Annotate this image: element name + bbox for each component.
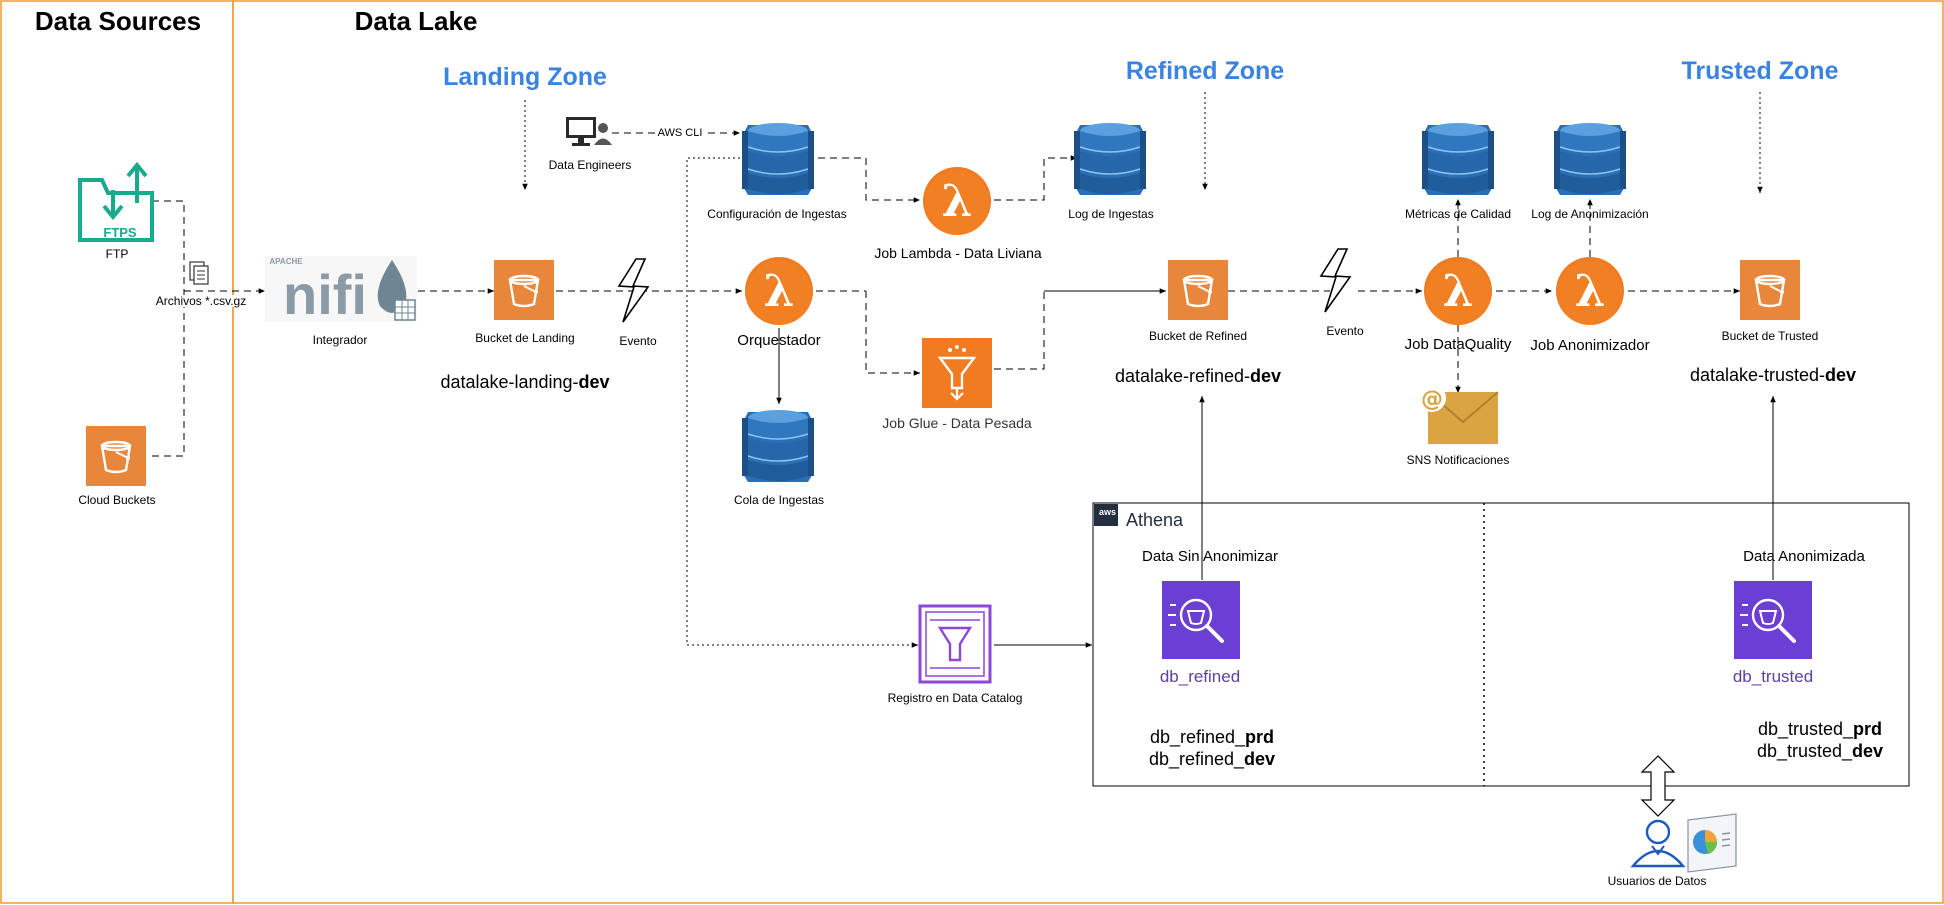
nifi-logo: nifi [265, 256, 417, 326]
trusted-zone-title: Trusted Zone [1681, 57, 1839, 85]
refined-zone-title: Refined Zone [1125, 57, 1285, 85]
bucket-refined-label: Bucket de Refined [1148, 329, 1248, 343]
evento-label: Evento [619, 334, 657, 348]
svg-text:nifi: nifi [283, 263, 367, 326]
glue-icon [922, 338, 992, 408]
dynamodb-config-icon [741, 122, 815, 196]
evento2-label: Evento [1326, 324, 1364, 338]
event-lightning-icon [1319, 248, 1352, 313]
nifi-label: Integrador [312, 333, 368, 347]
data-catalog-icon [918, 604, 992, 684]
job-lambda-label: Job Lambda - Data Liviana [874, 245, 1042, 261]
job-glue-label: Job Glue - Data Pesada [882, 415, 1032, 431]
job-anonimizador-label: Job Anonimizador [1530, 337, 1650, 354]
orquestador-label: Orquestador [737, 332, 821, 349]
cola-ingestas-label: Cola de Ingestas [733, 493, 825, 507]
bucket-landing-label: Bucket de Landing [475, 331, 575, 345]
dynamodb-metricas-icon [1421, 122, 1495, 196]
lambda-anonimizador-icon [1556, 257, 1624, 325]
refined-bucket-name: datalake-refined-dev [1114, 366, 1282, 386]
athena-right-caption: Data Anonimizada [1743, 548, 1865, 565]
users-icon [1630, 819, 1686, 868]
landing-bucket-icon [494, 260, 554, 320]
landing-zone-title: Landing Zone [443, 63, 607, 91]
ftps-icon [78, 161, 154, 242]
data-sources-title: Data Sources [34, 6, 202, 36]
usuarios-label: Usuarios de Datos [1607, 874, 1707, 888]
files-icon [189, 261, 209, 285]
db-trusted-label: db_trusted [1732, 667, 1814, 686]
sns-label: SNS Notificaciones [1406, 453, 1510, 467]
aws-cli-label: AWS CLI [655, 127, 705, 139]
lambda-dataquality-icon [1424, 257, 1492, 325]
aws-badge-text: aws [1099, 507, 1117, 517]
nifi-apache-text: APACHE [269, 257, 303, 266]
sns-envelope-icon: @ [1418, 384, 1499, 444]
dynamodb-log-ingestas-icon [1073, 122, 1147, 196]
trusted-bucket-name: datalake-trusted-dev [1689, 365, 1857, 385]
athena-db-refined-icon [1162, 581, 1240, 659]
cloud-buckets-label: Cloud Buckets [78, 493, 156, 507]
event-lightning-icon [617, 258, 650, 323]
trusted-bucket-icon [1740, 260, 1800, 320]
athena-title: Athena [1126, 510, 1184, 530]
bucket-trusted-label: Bucket de Trusted [1721, 329, 1819, 343]
db-trusted-prd: db_trusted_prd [1757, 719, 1883, 739]
ftp-label: FTP [105, 247, 129, 261]
dynamodb-cola-icon [741, 409, 815, 483]
athena-left-caption: Data Sin Anonimizar [1142, 548, 1278, 565]
athena-db-trusted-icon [1734, 581, 1812, 659]
files-label: Archivos *.csv.gz [155, 294, 247, 308]
data-catalog-label: Registro en Data Catalog [887, 691, 1023, 705]
cloud-bucket-icon [86, 426, 146, 486]
athena-box [1092, 502, 1910, 787]
bidirectional-arrow [1640, 755, 1676, 817]
ftps-logo-text: FTPS [103, 225, 137, 240]
db-refined-dev: db_refined_dev [1148, 749, 1276, 769]
refined-bucket-icon [1168, 260, 1228, 320]
dashboard-report-icon [1687, 813, 1737, 873]
db-trusted-dev: db_trusted_dev [1756, 741, 1884, 761]
job-dataquality-label: Job DataQuality [1404, 336, 1512, 353]
data-engineers-label: Data Engineers [548, 158, 632, 172]
log-ingestas-label: Log de Ingestas [1068, 207, 1154, 221]
db-refined-label: db_refined [1159, 667, 1241, 686]
metricas-calidad-label: Métricas de Calidad [1404, 207, 1512, 221]
data-engineers-icon [566, 117, 612, 146]
db-refined-prd: db_refined_prd [1149, 727, 1275, 747]
config-ingestas-label: Configuración de Ingestas [707, 207, 847, 221]
dynamodb-log-anon-icon [1553, 122, 1627, 196]
log-anonimizacion-label: Log de Anonimización [1531, 207, 1649, 221]
lambda-job-icon [923, 167, 991, 235]
aws-badge [1094, 504, 1118, 526]
data-lake-title: Data Lake [354, 6, 478, 36]
data-lake-panel [232, 0, 1944, 904]
landing-bucket-name: datalake-landing-dev [440, 372, 610, 392]
svg-text:@: @ [1421, 387, 1443, 412]
lambda-orquestador-icon [745, 257, 813, 325]
